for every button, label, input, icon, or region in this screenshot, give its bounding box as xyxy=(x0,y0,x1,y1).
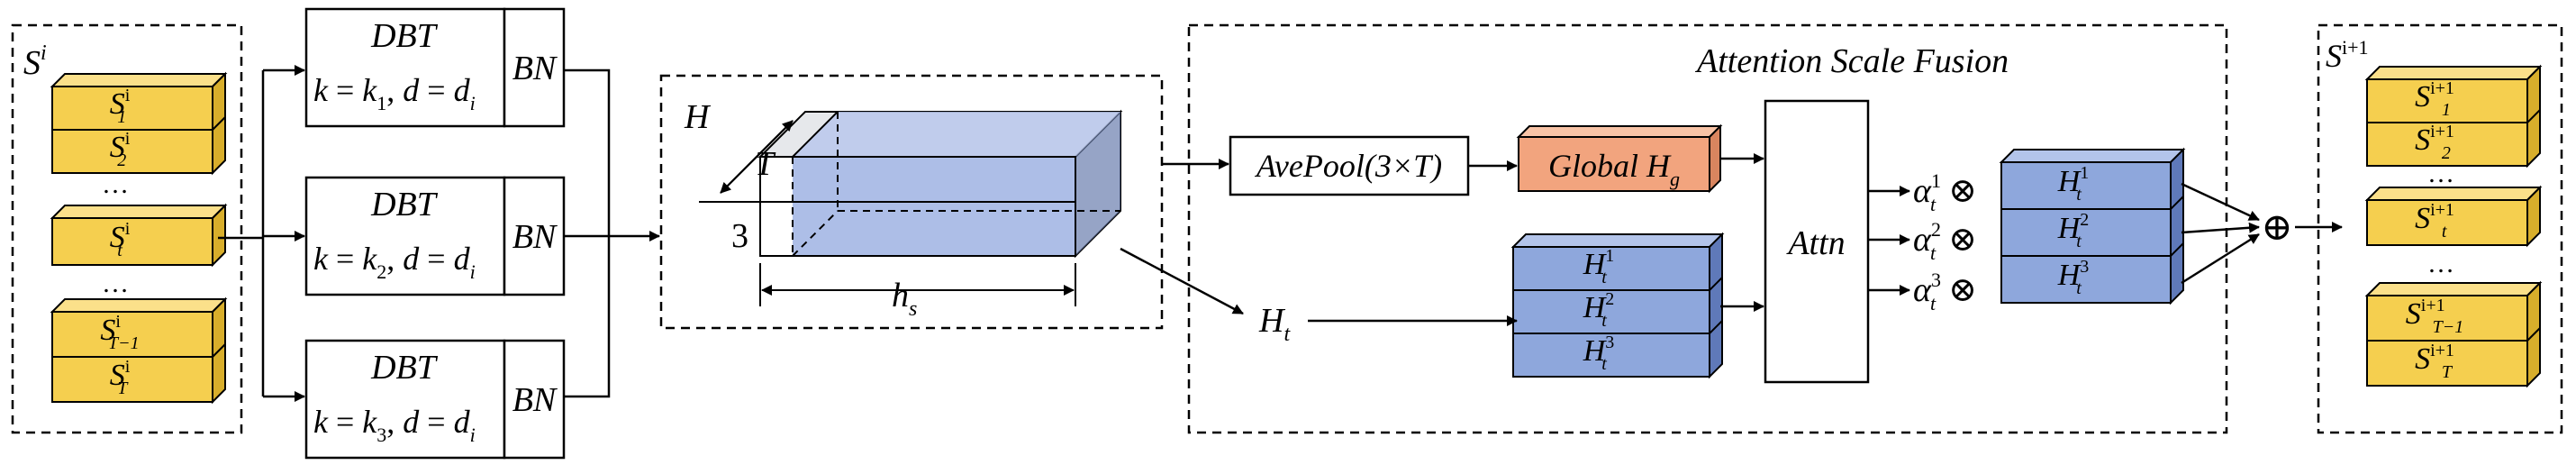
hs-label: hs xyxy=(892,277,917,321)
h-out-connectors xyxy=(1120,159,1244,315)
input-ellipsis-2: … xyxy=(102,269,129,298)
ht-scale-cell xyxy=(1512,289,1710,334)
fusion-title: Attention Scale Fusion xyxy=(1694,42,2009,80)
output-si-cell xyxy=(2366,295,2528,342)
bn-label-2: BN xyxy=(512,218,558,256)
output-ellipsis-1: … xyxy=(2427,159,2454,188)
attn-label: Attn xyxy=(1785,224,1845,262)
input-block-frame xyxy=(11,23,243,434)
weighted-ht-cell xyxy=(2000,255,2172,304)
dbt-formula-1: k = k1, d = di xyxy=(313,72,476,114)
dbt-title-2: DBT xyxy=(370,186,439,223)
dbt-title-3: DBT xyxy=(370,349,439,387)
attn-box xyxy=(1764,99,1870,384)
sum-operator: ⊕ xyxy=(2261,207,2292,249)
output-si-cell xyxy=(2366,122,2528,167)
dbt-block-2: DBT k = k2, d = di BN xyxy=(304,176,566,296)
input-ellipsis-1: … xyxy=(102,169,129,199)
input-to-dbt-connectors xyxy=(218,65,305,402)
avepool-label: AvePool(3×T) xyxy=(1255,148,1442,184)
input-si-cell xyxy=(51,217,213,266)
three-label: 3 xyxy=(731,217,748,255)
output-si-cell xyxy=(2366,340,2528,387)
bn-label-3: BN xyxy=(512,381,558,419)
input-si-cell xyxy=(51,86,213,131)
output-block-label: Si+1 xyxy=(2326,36,2369,74)
dbt-formula-3: k = k3, d = di xyxy=(313,404,476,446)
dbt-to-h-connectors xyxy=(564,68,660,398)
ht-scale-cell xyxy=(1512,333,1710,378)
input-si-cell xyxy=(51,311,213,358)
dbt-block-1: DBT k = k1, d = di BN xyxy=(304,7,566,128)
weighted-ht-cell xyxy=(2000,208,2172,257)
dbt-title-1: DBT xyxy=(370,17,439,55)
output-si-cell xyxy=(2366,199,2528,246)
ht-scale-cell xyxy=(1512,246,1710,291)
h-block-frame xyxy=(659,74,1164,330)
ht-label: Ht xyxy=(1258,302,1291,346)
dbt-formula-2: k = k2, d = di xyxy=(313,241,476,283)
h-label: H xyxy=(684,98,712,136)
input-block-label: Si xyxy=(23,41,47,82)
t-dim-label: T xyxy=(755,145,776,183)
input-si-cell xyxy=(51,356,213,403)
global-hg-block xyxy=(1516,123,1723,194)
output-si-cell xyxy=(2366,78,2528,123)
feature-cube xyxy=(699,109,1123,306)
output-block-frame xyxy=(2317,23,2563,434)
dbt-block-3: DBT k = k3, d = di BN xyxy=(304,339,566,460)
global-hg-label: Global Hg xyxy=(1548,148,1680,190)
sum-connectors xyxy=(2181,182,2343,285)
output-ellipsis-2: … xyxy=(2427,249,2454,278)
avepool-box xyxy=(1229,135,1470,196)
bn-label-1: BN xyxy=(512,50,558,87)
input-si-cell xyxy=(51,129,213,174)
fusion-connectors xyxy=(1308,153,1910,326)
